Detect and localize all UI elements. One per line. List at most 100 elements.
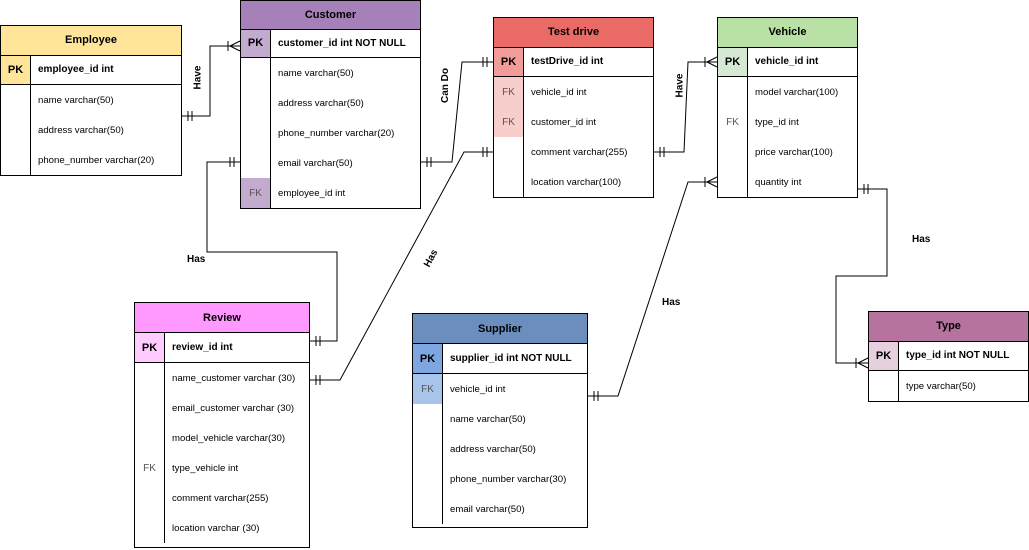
entity-supplier[interactable]: Supplier PK supplier_id int NOT NULL FK … [412,313,588,528]
supplier-field-row: address varchar(50) [413,434,587,464]
vehicle-field-key: FK [718,107,748,137]
customer-field-row: address varchar(50) [241,88,420,118]
employee-pk-field: employee_id int [38,64,114,76]
customer-field-name: employee_id int [278,187,346,199]
review-field-name: model_vehicle varchar(30) [172,432,286,444]
employee-field-row: phone_number varchar(20) [1,145,181,175]
vehicle-field-row: model varchar(100) [718,77,857,107]
customer-field-key [241,148,271,178]
review-field-name: email_customer varchar (30) [172,402,295,414]
supplier-pk-key: PK [413,344,443,373]
label-vehicle-supplier: Has [662,297,681,308]
entity-supplier-header: Supplier [413,314,587,344]
label-testdrive-vehicle: Have [674,73,686,98]
vehicle-field-name: model varchar(100) [755,86,839,98]
entity-testdrive[interactable]: Test drive PK testDrive_id int FK vehicl… [493,17,654,198]
wire-testdrive-vehicle [654,61,717,153]
label-vehicle-type: Has [912,234,931,245]
supplier-field-key [413,464,443,494]
customer-field-key [241,88,271,118]
wire-vehicle-supplier-end [706,176,718,183]
testdrive-fk-key: FK [494,77,524,107]
review-pk-field: review_id int [172,342,233,353]
label-customer-testdrive: Can Do [440,68,451,103]
vehicle-field-name: price varchar(100) [755,146,833,158]
employee-field-name: address varchar(50) [38,124,124,136]
entity-employee-header: Employee [1,26,181,56]
review-field-name: name_customer varchar (30) [172,372,296,384]
supplier-field-name: name varchar(50) [450,413,526,425]
customer-field-name: email varchar(50) [278,157,353,169]
supplier-pk-row: PK supplier_id int NOT NULL [413,344,587,374]
entity-type-header: Type [869,312,1028,342]
entity-employee[interactable]: Employee PK employee_id int name varchar… [0,25,182,176]
review-field-row: model_vehicle varchar(30) [135,423,309,453]
vehicle-pk-field: vehicle_id int [755,56,819,68]
entity-customer-header: Customer [241,1,420,30]
wire-vehicle-supplier [588,181,717,397]
employee-field-row: name varchar(50) [1,85,181,115]
wire-employee-customer-end [229,45,241,52]
employee-pk-key: PK [1,55,31,84]
wire-testdrive-vehicle-end [706,56,718,63]
supplier-field-key [413,434,443,464]
customer-field-key [241,118,271,148]
vehicle-field-key [718,167,748,197]
vehicle-pk-row: PK vehicle_id int [718,47,857,77]
supplier-field-row: FK vehicle_id int [413,374,587,404]
review-field-name: location varchar (30) [172,522,260,534]
type-pk-key: PK [869,341,899,370]
entity-review[interactable]: Review PK review_id int name_customer va… [134,302,310,548]
vehicle-field-name: type_id int [755,116,799,128]
wire-testdrive-review [310,151,493,381]
supplier-field-row: email varchar(50) [413,494,587,524]
review-field-key: FK [135,453,165,483]
entity-vehicle[interactable]: Vehicle PK vehicle_id int model varchar(… [717,17,858,198]
supplier-field-key [413,494,443,524]
employee-field-name: phone_number varchar(20) [38,154,155,166]
testdrive-fields: FK vehicle_id int FK customer_id int com… [494,77,653,197]
vehicle-field-row: FK type_id int [718,107,857,137]
type-field-name: type varchar(50) [906,380,976,392]
wire-vehicle-supplier-end [706,181,718,188]
review-field-name: comment varchar(255) [172,492,269,504]
testdrive-field-key [494,137,524,167]
customer-pk-key: PK [241,29,271,57]
review-fields: name_customer varchar (30) email_custome… [135,363,309,547]
testdrive-field-row: location varchar(100) [494,167,653,197]
customer-pk-row: PK customer_id int NOT NULL [241,29,420,58]
supplier-field-row: phone_number varchar(30) [413,464,587,494]
review-field-key [135,363,165,393]
wire-employee-customer-end [229,40,241,47]
supplier-pk-field: supplier_id int NOT NULL [450,353,572,364]
supplier-field-name: vehicle_id int [450,383,506,395]
customer-fk-key: FK [241,178,271,208]
type-field-key [869,371,899,401]
review-field-key [135,513,165,543]
entity-type[interactable]: Type PK type_id int NOT NULL type varcha… [868,311,1029,402]
customer-field-name: phone_number varchar(20) [278,127,395,139]
wire-customer-testdrive [421,61,493,163]
customer-field-row: email varchar(50) [241,148,420,178]
entity-testdrive-header: Test drive [494,18,653,48]
customer-field-row: phone_number varchar(20) [241,118,420,148]
vehicle-fields: model varchar(100) FK type_id int price … [718,77,857,197]
entity-customer[interactable]: Customer PK customer_id int NOT NULL nam… [240,0,421,209]
testdrive-field-name: comment varchar(255) [531,146,628,158]
employee-field-key [1,115,31,145]
supplier-field-name: email varchar(50) [450,503,525,515]
testdrive-field-name: customer_id int [531,116,597,128]
customer-pk-field: customer_id int NOT NULL [278,37,406,49]
testdrive-field-name: location varchar(100) [531,176,622,188]
employee-field-key [1,85,31,115]
review-field-row: email_customer varchar (30) [135,393,309,423]
supplier-field-name: phone_number varchar(30) [450,473,567,485]
customer-field-key [241,58,271,88]
wire-vehicle-type-end [857,357,869,364]
vehicle-field-row: price varchar(100) [718,137,857,167]
review-field-row: FK type_vehicle int [135,453,309,483]
testdrive-pk-field: testDrive_id int [531,56,604,68]
supplier-field-key [413,404,443,434]
employee-fields: name varchar(50) address varchar(50) pho… [1,85,181,175]
